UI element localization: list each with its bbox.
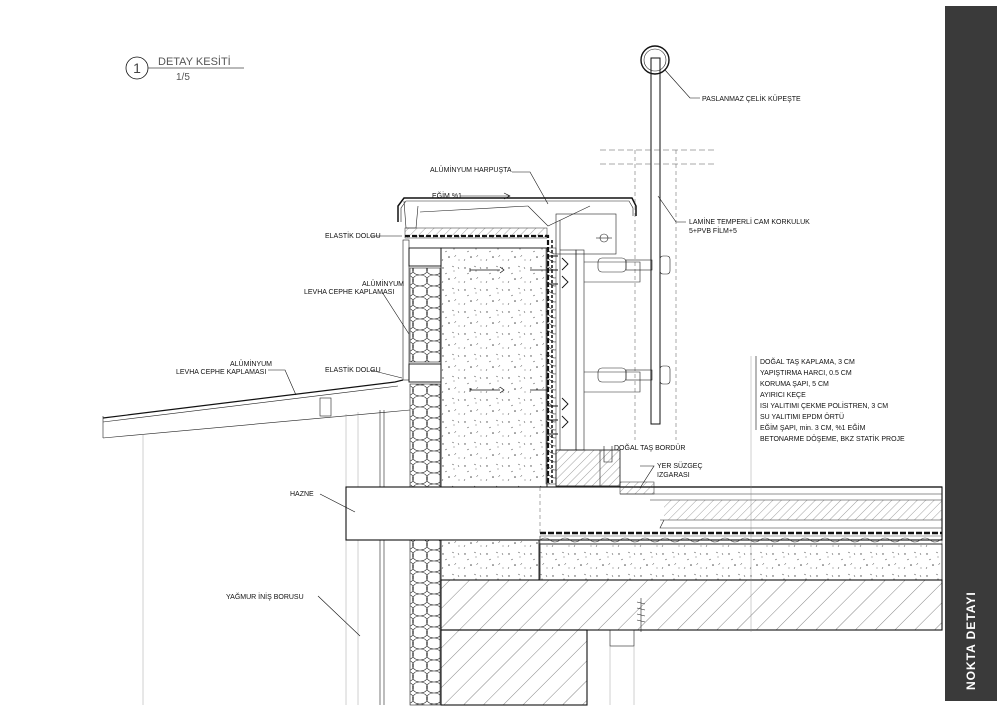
label-cladding-1b: LEVHA CEPHE KAPLAMASI	[304, 289, 394, 296]
label-gutter: HAZNE	[290, 491, 314, 498]
side-title-bar: NOKTA DETAYI	[945, 6, 997, 701]
label-floor-drain-1: YER SÜZGEÇ	[657, 462, 703, 470]
label-coping: ALÜMİNYUM HARPUŞTA	[430, 165, 512, 174]
label-slope: EĞİM %1	[432, 191, 462, 200]
labels: PASLANMAZ ÇELİK KÜPEŞTE ALÜMİNYUM HARPUŞ…	[176, 94, 905, 601]
detail-title: DETAY KESİTİ	[158, 55, 231, 68]
annotations	[268, 69, 757, 637]
detail-number: 1	[133, 60, 141, 76]
label-glass-railing: LAMİNE TEMPERLİ CAM KORKULUK	[689, 217, 810, 226]
handrail-section	[640, 45, 670, 75]
label-cladding-1a: ALÜMİNYUM	[362, 279, 404, 288]
label-sealant-mid: ELASTİK DOLGU	[325, 365, 381, 374]
layer-list: DOĞAL TAŞ KAPLAMA, 3 CM YAPIŞTIRMA HARCI…	[760, 357, 905, 443]
layer-item: ISI YALITIMI ÇEKME POLİSTREN, 3 CM	[760, 401, 888, 410]
layer-item: EĞİM ŞAPI, min. 3 CM, %1 EĞİM	[760, 423, 866, 432]
label-cladding-2b: LEVHA CEPHE KAPLAMASI	[176, 369, 266, 376]
layer-item: KORUMA ŞAPI, 5 CM	[760, 381, 829, 388]
label-sealant-top: ELASTİK DOLGU	[325, 231, 381, 240]
parapet-wall	[402, 234, 557, 706]
label-glass-railing-spec: 5+PVB FİLM+5	[689, 226, 737, 235]
layer-item: SU YALITIMI EPDM ÖRTÜ	[760, 413, 844, 421]
glass-railing	[597, 45, 716, 440]
roof-terrace-floor	[345, 356, 943, 706]
left-roof	[102, 379, 411, 705]
label-downpipe: YAĞMUR İNİŞ BORUSU	[226, 592, 304, 601]
detail-title-block: 1 DETAY KESİTİ 1/5	[125, 55, 244, 83]
layer-item: AYIRICI KEÇE	[760, 392, 806, 399]
layer-item: BETONARME DÖŞEME, BKZ STATİK PROJE	[760, 434, 905, 443]
label-floor-drain-2: IZGARASI	[657, 472, 690, 479]
aluminium-coping	[397, 197, 637, 255]
detail-scale: 1/5	[176, 72, 190, 83]
label-handrail: PASLANMAZ ÇELİK KÜPEŞTE	[702, 94, 801, 103]
layer-item: YAPIŞTIRMA HARCI, 0.5 CM	[760, 370, 852, 377]
layer-item: DOĞAL TAŞ KAPLAMA, 3 CM	[760, 357, 855, 366]
label-stone-kerb: DOĞAL TAŞ BORDÜR	[614, 443, 685, 452]
side-title: NOKTA DETAYI	[964, 591, 978, 690]
label-cladding-2a: ALÜMİNYUM	[230, 359, 272, 368]
